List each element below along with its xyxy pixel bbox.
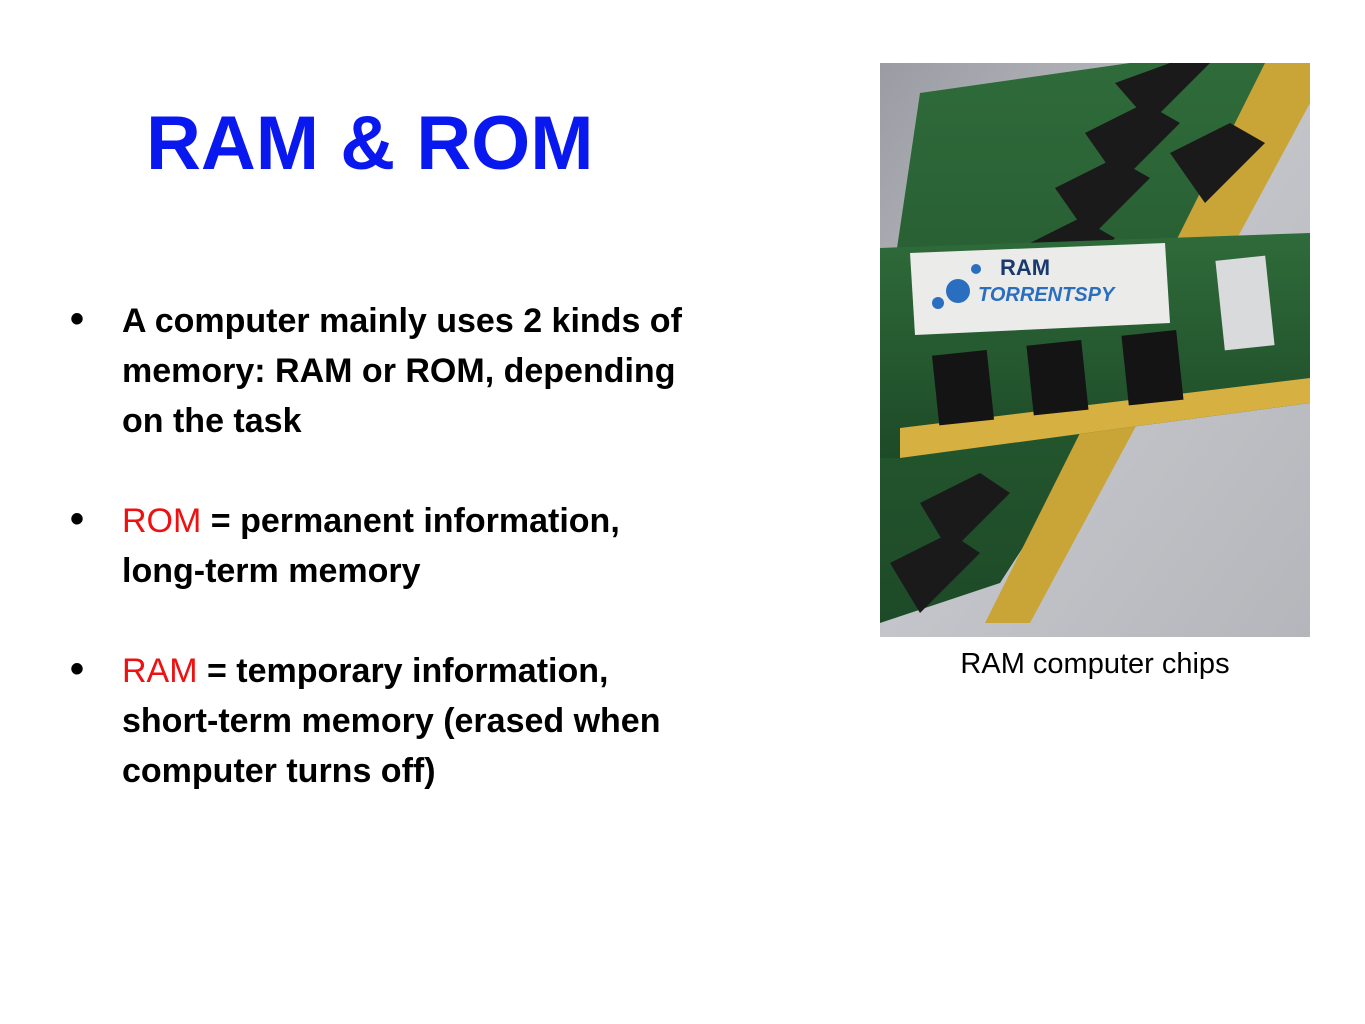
slide-title: RAM & ROM xyxy=(146,101,594,186)
bullet-dot-icon: • xyxy=(70,297,85,341)
bullet-lead-term: RAM xyxy=(122,652,198,690)
photo-caption: RAM computer chips xyxy=(960,648,1230,680)
brand-logo-icon xyxy=(946,279,970,303)
bullet-item: • RAM = temporary information, short-ter… xyxy=(70,646,710,796)
bullet-item: • A computer mainly uses 2 kinds of memo… xyxy=(70,296,710,446)
ram-chips-photo: RAM TORRENTSPY xyxy=(880,63,1310,637)
bullet-item: • ROM = permanent information, long-term… xyxy=(70,496,710,596)
sticker-ram-label: RAM xyxy=(1000,255,1050,280)
bullet-list: • A computer mainly uses 2 kinds of memo… xyxy=(70,296,710,846)
bullet-text: = temporary information, short-term memo… xyxy=(122,652,661,790)
sticker-brand-label: TORRENTSPY xyxy=(978,284,1116,306)
bullet-text: A computer mainly uses 2 kinds of memory… xyxy=(122,302,682,440)
front-ram-module: RAM TORRENTSPY xyxy=(880,233,1310,458)
bullet-dot-icon: • xyxy=(70,497,85,541)
bullet-dot-icon: • xyxy=(70,647,85,691)
bullet-text: = permanent information, long-term memor… xyxy=(122,502,620,590)
bullet-lead-term: ROM xyxy=(122,502,202,540)
